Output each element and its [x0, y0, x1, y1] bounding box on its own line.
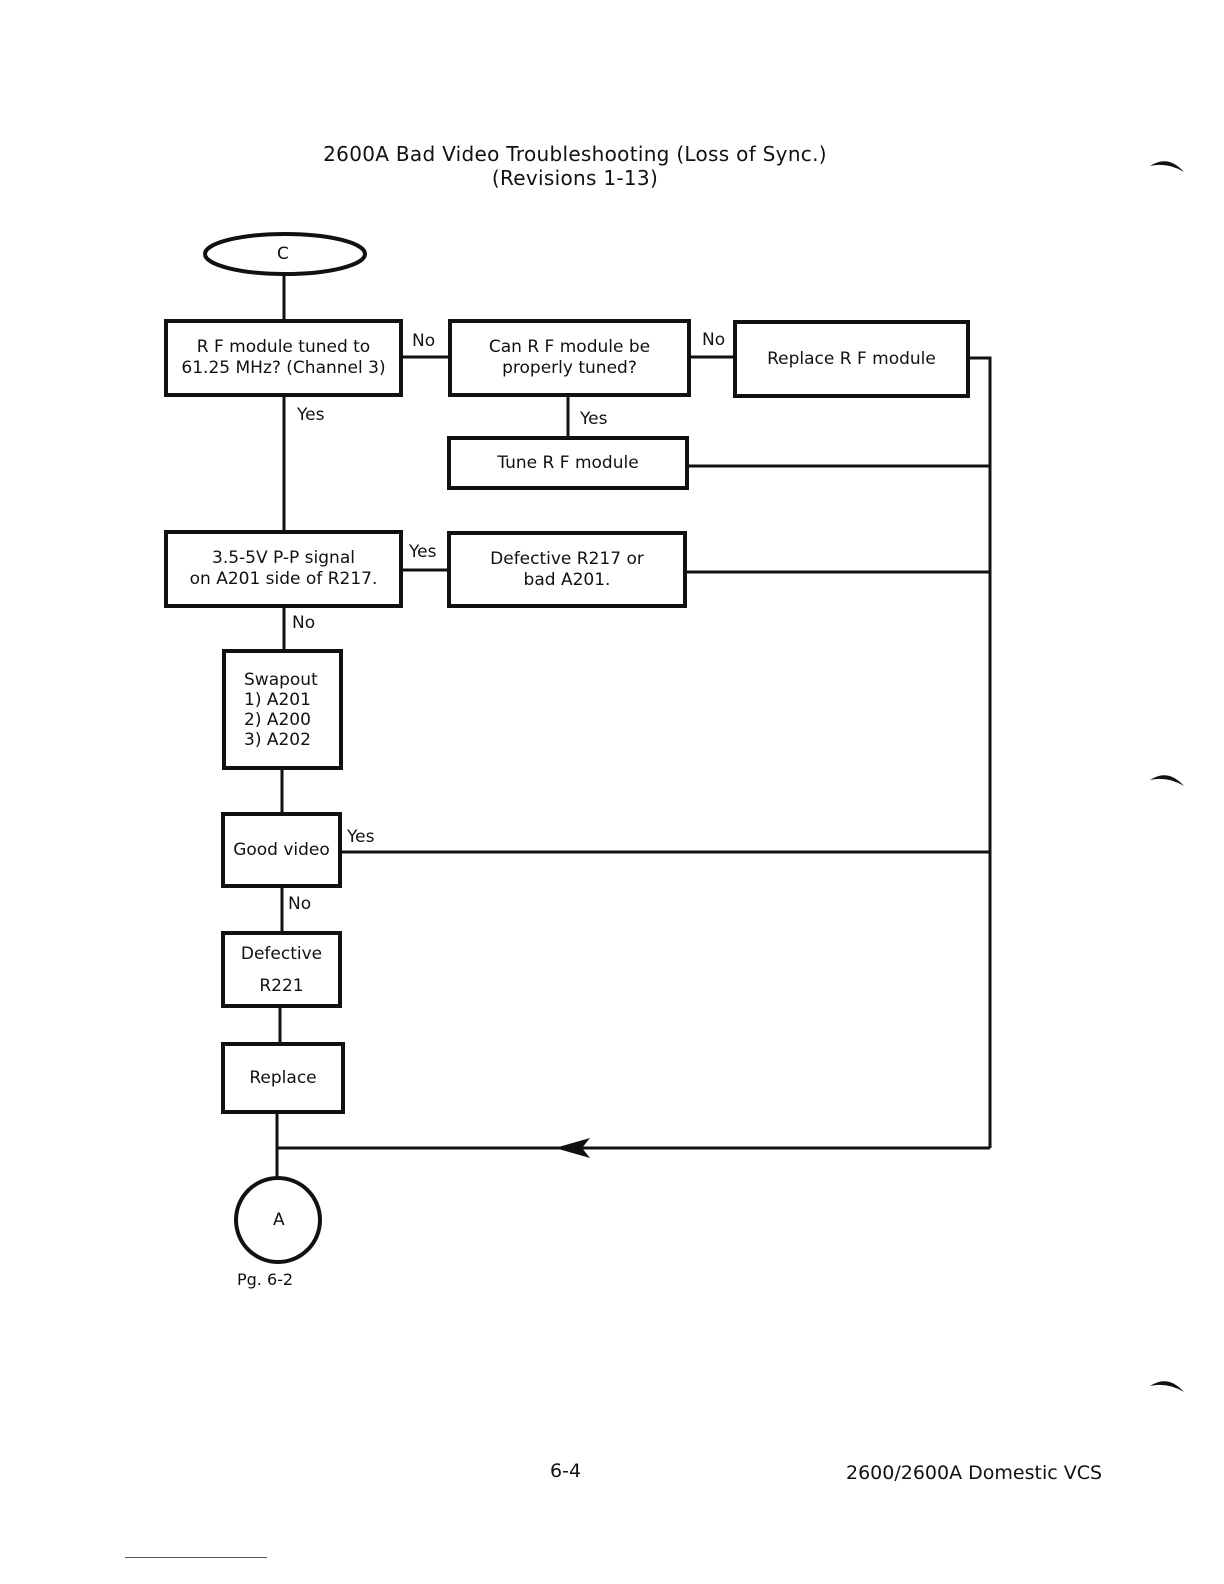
branch-label-rf-no: No [412, 331, 436, 351]
action-defective-r217-line1: Defective R217 or [490, 548, 644, 569]
branch-label-goodvideo-yes: Yes [347, 827, 375, 847]
decision-rf-tuned-line1: R F module tuned to [196, 337, 371, 357]
margin-mark-icon [1150, 775, 1184, 786]
branch-label-cantune-yes: Yes [580, 409, 608, 429]
decision-good-video: Good video [221, 812, 342, 888]
branch-label-rf-yes: Yes [297, 405, 325, 425]
branch-label-signal-no: No [292, 613, 316, 633]
action-defective-r217-line2: bad A201. [523, 569, 611, 590]
page-number: 6-4 [550, 1460, 582, 1482]
action-defective-r221-line1: Defective [240, 943, 323, 964]
decision-signal: 3.5-5V P-P signal on A201 side of R217. [164, 530, 403, 608]
decision-can-tune-line1: Can R F module be [488, 337, 651, 357]
decision-rf-tuned-line2: 61.25 MHz? (Channel 3) [181, 358, 386, 378]
start-terminal-shape [203, 232, 367, 276]
action-swapout-line1: Swapout [244, 669, 318, 690]
decision-can-tune: Can R F module be properly tuned? [448, 319, 691, 397]
action-swapout-line4: 3) A202 [244, 729, 311, 750]
document-name: 2600/2600A Domestic VCS [846, 1462, 1103, 1484]
branch-label-cantune-no: No [702, 330, 726, 350]
decision-rf-tuned: R F module tuned to 61.25 MHz? (Channel … [164, 319, 403, 397]
action-replace-rf: Replace R F module [733, 320, 970, 398]
decision-signal-line1: 3.5-5V P-P signal [212, 548, 355, 568]
arrowhead-icon [555, 1138, 590, 1158]
margin-mark-icon [1150, 1381, 1184, 1392]
action-swapout-line3: 2) A200 [244, 709, 311, 730]
decision-signal-line2: on A201 side of R217. [189, 569, 378, 589]
connector-right-rail [969, 356, 992, 1148]
footer-rule [125, 1557, 267, 1558]
action-replace: Replace [221, 1042, 345, 1114]
action-swapout-line2: 1) A201 [244, 689, 311, 710]
branch-label-signal-yes: Yes [409, 542, 437, 562]
branch-label-goodvideo-no: No [288, 894, 312, 914]
action-defective-r221-line2: R221 [259, 975, 304, 996]
action-swapout: Swapout 1) A201 2) A200 3) A202 [222, 649, 343, 770]
end-connector-shape [234, 1176, 322, 1264]
page-title: 2600A Bad Video Troubleshooting (Loss of… [323, 142, 827, 166]
action-defective-r221: Defective R221 [221, 931, 342, 1008]
end-connector-label: A [273, 1210, 285, 1230]
action-tune-rf: Tune R F module [447, 436, 689, 490]
end-page-reference: Pg. 6-2 [237, 1270, 294, 1289]
action-defective-r217: Defective R217 or bad A201. [447, 531, 687, 608]
margin-mark-icon [1150, 161, 1184, 172]
decision-can-tune-line2: properly tuned? [502, 358, 637, 378]
page-subtitle: (Revisions 1-13) [491, 166, 659, 190]
start-terminal-label: C [277, 244, 289, 264]
